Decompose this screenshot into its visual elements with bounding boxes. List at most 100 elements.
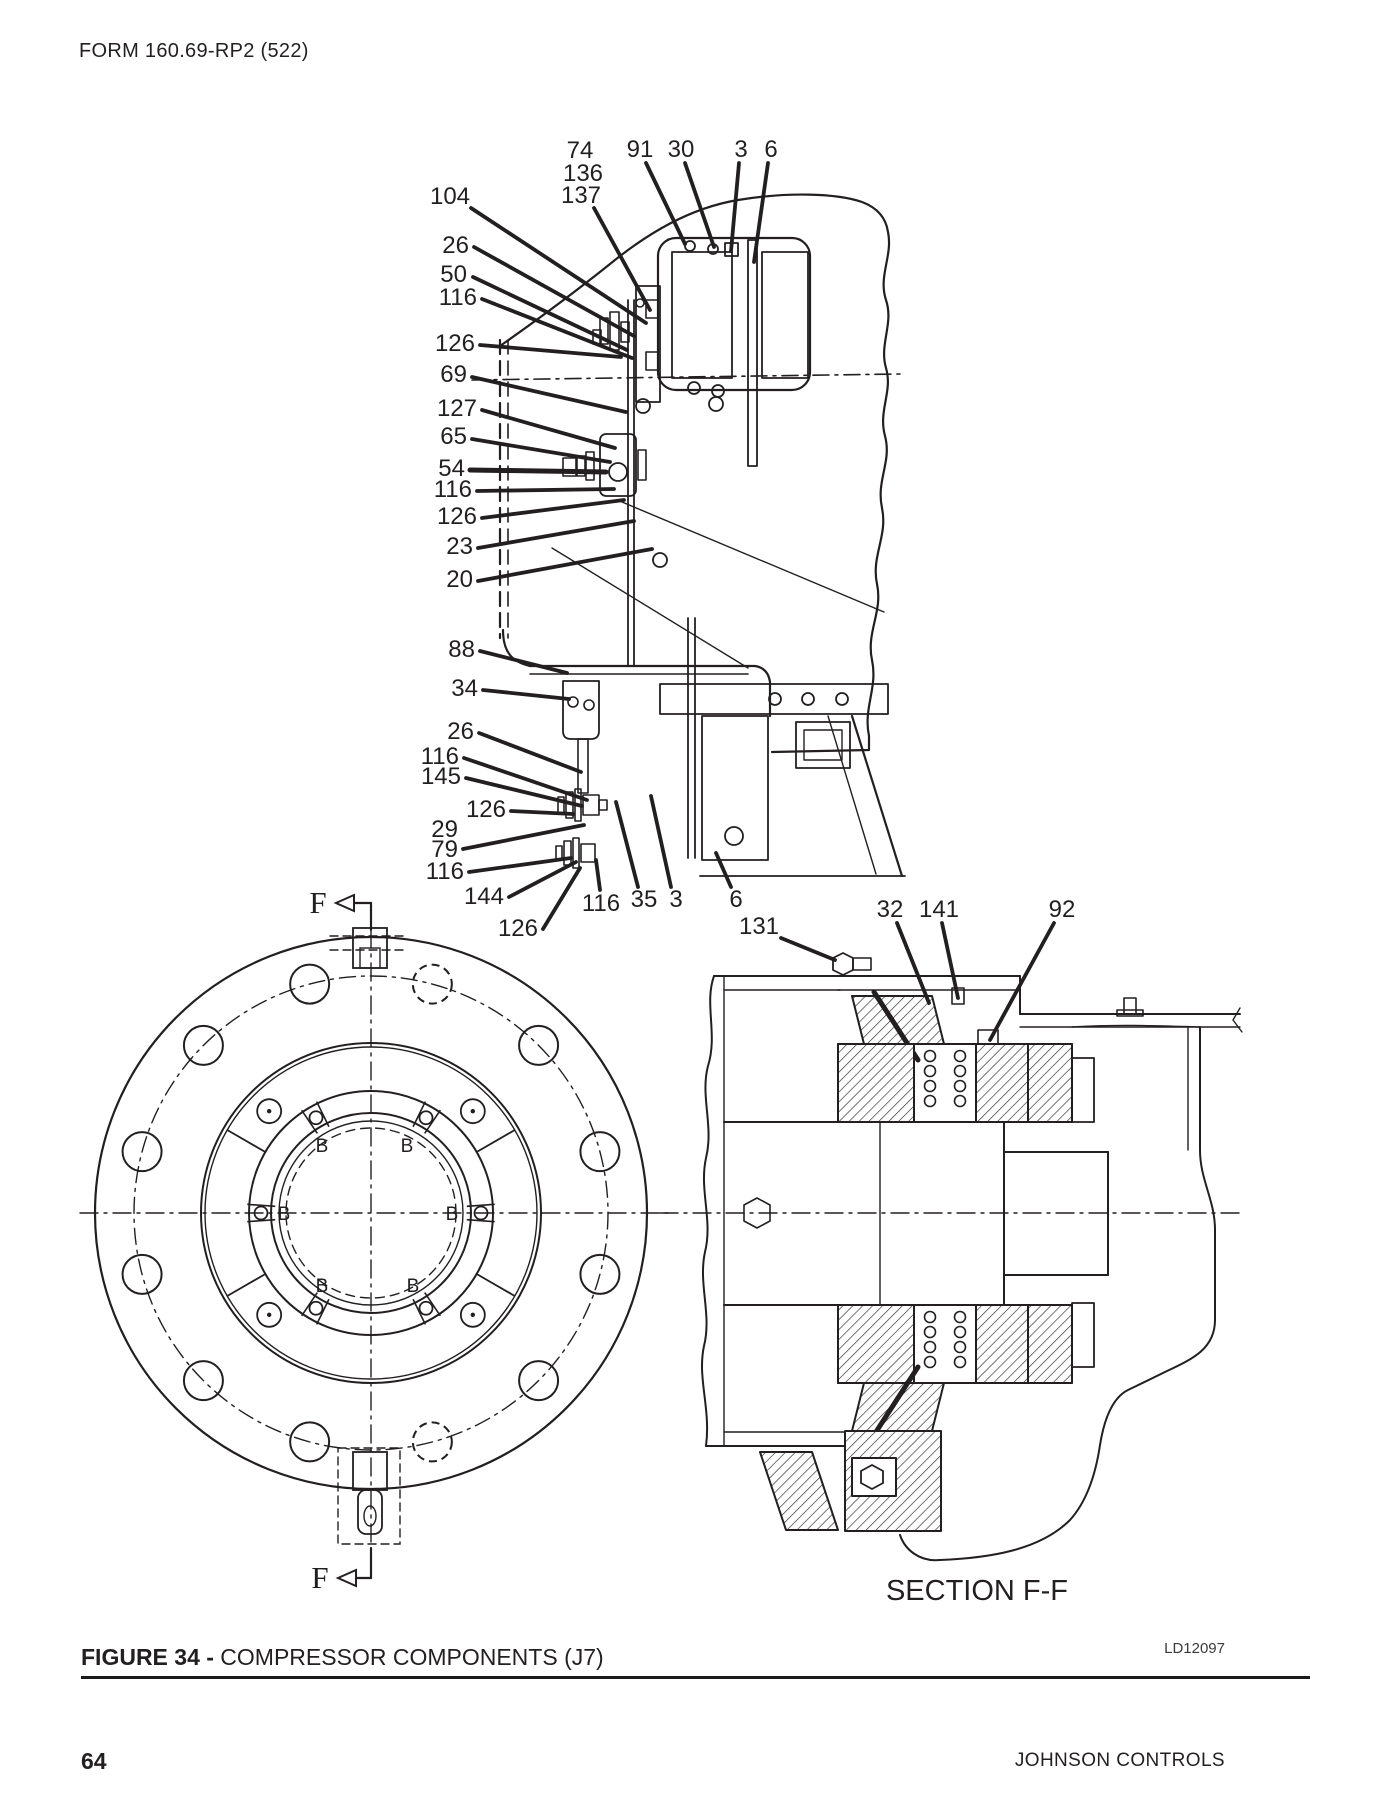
section-view-drawing bbox=[659, 952, 1246, 1562]
callout-131: 131 bbox=[739, 913, 779, 940]
leader-line-127 bbox=[480, 408, 617, 450]
leader-line-126 bbox=[478, 343, 623, 359]
bearing-label-b-2: B bbox=[316, 1276, 329, 1297]
bearing-label-b-5: B bbox=[401, 1136, 414, 1157]
clamp-lug-edge bbox=[247, 1203, 276, 1208]
callout-91: 91 bbox=[627, 136, 654, 163]
leader-line-126 bbox=[541, 866, 582, 931]
section-letter-f-0: F bbox=[309, 885, 326, 920]
clamp-lug-bolt bbox=[308, 1110, 324, 1126]
leader-line-69 bbox=[470, 375, 628, 414]
leader-line-116 bbox=[467, 856, 573, 874]
leader-line-23 bbox=[476, 519, 636, 550]
leader-line-26 bbox=[472, 245, 636, 338]
leader-line-116 bbox=[594, 858, 602, 892]
bearing-label-b-3: B bbox=[278, 1204, 291, 1225]
callout-116: 116 bbox=[439, 284, 477, 311]
leader-line-126 bbox=[480, 498, 626, 520]
callout-54: 54 bbox=[438, 455, 465, 482]
flange-generated-details bbox=[121, 963, 621, 1463]
leader-line-104 bbox=[469, 206, 648, 325]
callout-23: 23 bbox=[446, 533, 473, 560]
leader-line-3 bbox=[649, 794, 673, 889]
flange-bolt-hole bbox=[121, 1131, 163, 1173]
leader-line-20 bbox=[476, 547, 654, 583]
figure-number: FIGURE 34 - bbox=[81, 1644, 214, 1670]
flange-view-drawing bbox=[79, 893, 669, 1588]
callout-6: 6 bbox=[764, 136, 777, 163]
leader-line-30 bbox=[683, 161, 716, 249]
callout-3: 3 bbox=[734, 136, 747, 163]
flange-bolt-hole bbox=[121, 1253, 163, 1295]
retainer-hole bbox=[459, 1301, 486, 1328]
callout-136: 136 bbox=[563, 160, 603, 187]
flange-bolt-hole bbox=[289, 1421, 331, 1463]
callout-145: 145 bbox=[421, 763, 461, 790]
callout-34: 34 bbox=[451, 675, 478, 702]
callout-29: 29 bbox=[431, 816, 458, 843]
callout-26: 26 bbox=[447, 718, 474, 745]
callout-79: 79 bbox=[431, 836, 458, 863]
leader-line-50 bbox=[471, 275, 629, 352]
leader-line-26 bbox=[477, 731, 583, 774]
leader-line-91 bbox=[644, 161, 687, 246]
retainer-hole bbox=[256, 1098, 283, 1125]
callout-137: 137 bbox=[561, 182, 601, 209]
leader-line-88 bbox=[478, 649, 569, 675]
figure-caption: FIGURE 34 - COMPRESSOR COMPONENTS (J7) bbox=[81, 1644, 604, 1671]
leader-line-137 bbox=[592, 206, 652, 312]
callout-92: 92 bbox=[1049, 896, 1076, 923]
retainer-hole-center bbox=[266, 1108, 272, 1114]
flange-bolt-hole bbox=[182, 1360, 224, 1402]
bearing-label-b-4: B bbox=[316, 1136, 329, 1157]
callout-126: 126 bbox=[498, 915, 538, 942]
clamp-lug-edge bbox=[466, 1218, 495, 1223]
clamp-lug-edge bbox=[300, 1292, 318, 1317]
section-cut-marker-top bbox=[333, 893, 373, 932]
retainer-hole-center bbox=[470, 1108, 476, 1114]
retainer-segment-joint bbox=[476, 1129, 516, 1153]
callout-116: 116 bbox=[434, 476, 472, 503]
flange-bolt-hole bbox=[182, 1024, 224, 1066]
callout-144: 144 bbox=[464, 883, 504, 910]
callout-104: 104 bbox=[430, 183, 470, 210]
flange-bolt-hole bbox=[579, 1253, 621, 1295]
clamp-lug-edge bbox=[412, 1298, 427, 1325]
callout-32: 32 bbox=[877, 896, 904, 923]
retainer-hole bbox=[256, 1301, 283, 1328]
leader-line-116 bbox=[480, 297, 634, 360]
clamp-lug-bolt bbox=[418, 1300, 434, 1316]
page-number: 64 bbox=[81, 1748, 107, 1774]
leader-line-116 bbox=[462, 756, 589, 802]
leader-line-141 bbox=[940, 921, 960, 1000]
exploded-view-drawing bbox=[471, 193, 906, 878]
section-letter-f-1: F bbox=[311, 1560, 328, 1595]
leader-line-3 bbox=[729, 161, 741, 253]
drawing-id: LD12097 bbox=[1164, 1640, 1225, 1657]
leader-line-34 bbox=[481, 688, 571, 701]
callout-116: 116 bbox=[582, 890, 620, 917]
callout-88: 88 bbox=[448, 636, 475, 663]
callout-26: 26 bbox=[442, 232, 469, 259]
flange-bolt-hole bbox=[411, 963, 453, 1005]
clamp-lug-edge bbox=[424, 1292, 442, 1317]
clamp-lug-bolt bbox=[253, 1205, 269, 1221]
bearing-label-b-0: B bbox=[446, 1204, 459, 1225]
clamp-lug-edge bbox=[466, 1203, 495, 1208]
clamp-lug-edge bbox=[247, 1218, 276, 1223]
figure-title: COMPRESSOR COMPONENTS (J7) bbox=[213, 1644, 604, 1670]
flange-bolt-hole bbox=[411, 1421, 453, 1463]
retainer-hole-center bbox=[266, 1312, 272, 1318]
leader-line-92 bbox=[988, 921, 1056, 1042]
callout-116: 116 bbox=[426, 858, 464, 885]
callout-3: 3 bbox=[669, 886, 682, 913]
retainer-hole-center bbox=[470, 1312, 476, 1318]
callout-126: 126 bbox=[466, 796, 506, 823]
callout-126: 126 bbox=[435, 330, 475, 357]
leader-line-32 bbox=[895, 921, 931, 1005]
leader-line-65 bbox=[470, 437, 612, 464]
leader-line-126 bbox=[509, 809, 575, 816]
clamp-lug-edge bbox=[424, 1109, 442, 1134]
